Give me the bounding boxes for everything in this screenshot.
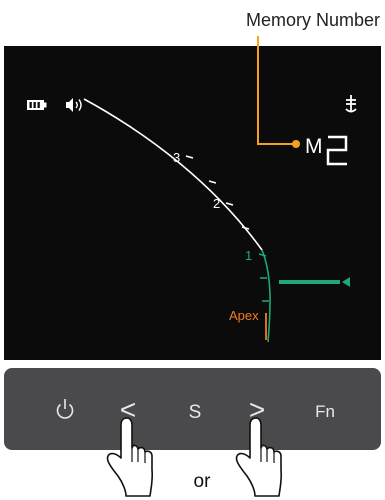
or-label: or [194, 471, 212, 492]
memory-number-callout-label: Memory Number [200, 10, 380, 31]
device-screen [4, 46, 381, 360]
button-panel [4, 368, 381, 450]
